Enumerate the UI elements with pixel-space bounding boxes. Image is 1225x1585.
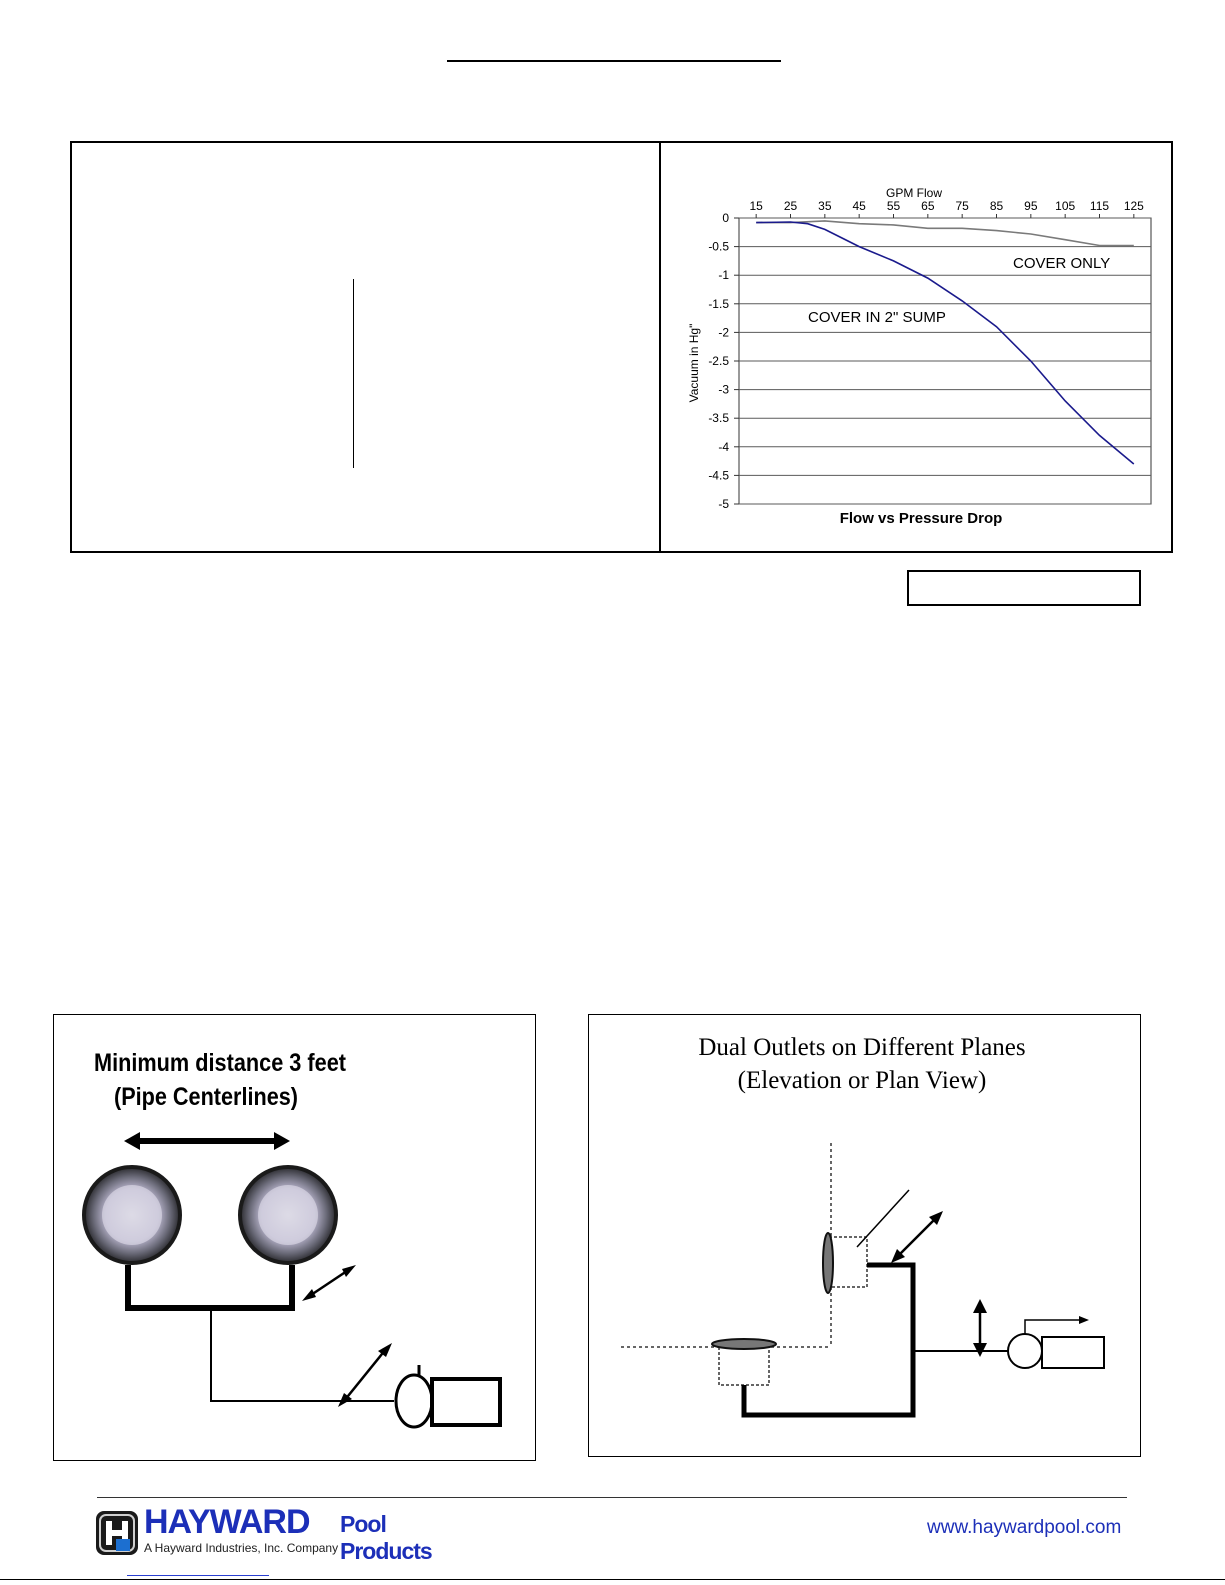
pump-icon	[1007, 1316, 1105, 1369]
y-tick-label: -3.5	[708, 411, 729, 425]
double-arrow-diagonal	[891, 1211, 943, 1263]
y-tick-label: 0	[722, 211, 729, 225]
y-axis-label: Vacuum in Hg"	[687, 324, 701, 403]
outlet-piping	[741, 1189, 1009, 1418]
series-line-cover-only	[756, 220, 1134, 247]
x-tick-label: 15	[749, 199, 763, 213]
hayward-h-icon	[96, 1511, 138, 1555]
x-axis-label: Flow vs Pressure Drop	[840, 510, 1003, 527]
footer-divider	[97, 1497, 1127, 1498]
series-label-cover-only: COVER ONLY	[1013, 255, 1110, 272]
min-distance-diagram: Minimum distance 3 feet (Pipe Centerline…	[53, 1014, 536, 1461]
double-arrow-lower	[338, 1343, 392, 1407]
chart-title: GPM Flow	[886, 186, 942, 200]
double-arrow-vertical	[973, 1299, 987, 1357]
dual-outlets-diagram: Dual Outlets on Different Planes (Elevat…	[588, 1014, 1141, 1457]
x-tick-label: 25	[784, 199, 798, 213]
pipe-centerlines-title: (Pipe Centerlines)	[114, 1083, 298, 1111]
x-tick-label: 45	[852, 199, 866, 213]
page-bottom-rule	[0, 1579, 1225, 1580]
caption-box	[907, 570, 1141, 606]
series-label-cover-in-sump: COVER IN 2" SUMP	[808, 309, 946, 326]
x-tick-label: 65	[921, 199, 935, 213]
dual-outlets-title: Dual Outlets on Different Planes	[698, 1034, 1025, 1061]
spec-text-box	[70, 141, 661, 553]
drain-cover-right	[238, 1165, 338, 1265]
y-tick-label: -5	[718, 497, 729, 511]
plane-lines	[621, 1143, 832, 1348]
brand-suffix: Pool Products	[340, 1511, 433, 1564]
y-tick-label: -0.5	[708, 240, 729, 254]
x-tick-label: 35	[818, 199, 832, 213]
y-tick-label: -2	[718, 325, 729, 339]
title-underline	[447, 60, 781, 62]
distance-arrow	[124, 1132, 290, 1150]
y-tick-label: -1.5	[708, 297, 729, 311]
x-tick-label: 85	[990, 199, 1004, 213]
x-tick-label: 75	[955, 199, 969, 213]
double-arrow-upper	[302, 1265, 356, 1301]
pump-icon	[394, 1365, 502, 1429]
min-distance-title: Minimum distance 3 feet	[94, 1049, 347, 1077]
view-title: (Elevation or Plan View)	[738, 1067, 987, 1094]
y-tick-label: -1	[718, 268, 729, 282]
brand-tagline: A Hayward Industries, Inc. Company	[144, 1541, 339, 1555]
y-tick-label: -2.5	[708, 354, 729, 368]
series-line-cover-in-sump	[756, 221, 1135, 465]
underline-link-fragment[interactable]	[127, 1575, 269, 1576]
brand-name: HAYWARD	[144, 1503, 311, 1541]
y-tick-label: -4.5	[708, 468, 729, 482]
x-tick-label: 115	[1090, 199, 1109, 213]
y-tick-label: -3	[718, 383, 729, 397]
floor-outlet	[711, 1338, 777, 1386]
wall-outlet	[822, 1232, 868, 1294]
x-tick-label: 95	[1024, 199, 1038, 213]
hayward-logo: HAYWARD Pool Products A Hayward Industri…	[96, 1503, 476, 1564]
flow-pressure-chart: 0 -0.5 -1 -1.5 -2 -2.5 -3 -3.5 -4 -4.5 -5 15 25 35 45 5…	[687, 186, 1152, 527]
chart-box: 0 -0.5 -1 -1.5 -2 -2.5 -3 -3.5 -4 -4.5 -5 15 25 35 45 5…	[659, 141, 1173, 553]
website-link[interactable]: www.haywardpool.com	[927, 1517, 1122, 1538]
x-tick-label: 125	[1124, 199, 1144, 213]
x-tick-label: 55	[887, 199, 901, 213]
drain-cover-left	[82, 1165, 182, 1265]
suction-piping	[125, 1265, 394, 1402]
y-tick-label: -4	[718, 440, 729, 454]
column-divider	[353, 279, 354, 468]
x-tick-label: 105	[1055, 199, 1075, 213]
